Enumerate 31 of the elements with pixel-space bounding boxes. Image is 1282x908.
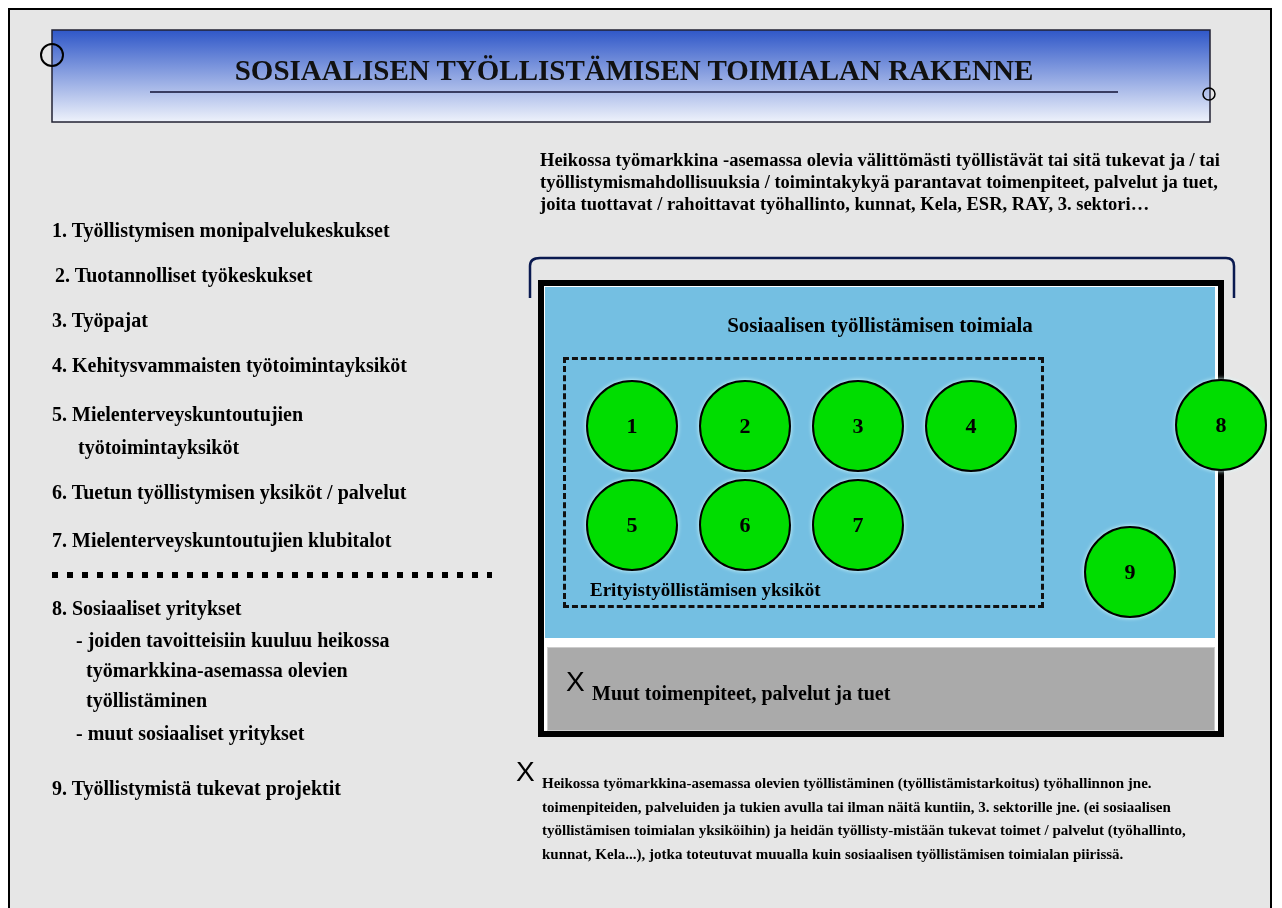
footnote-text: Heikossa työmarkkina-asemassa olevien työllistäminen (työllistämistarkoitus) työhallinnon jne. toimenpiteiden, palveluiden ja tukien avulla tai ilman näitä kuntiin, 3. sektorille jne. (ei sosiaalisen työllistämisen toimialan yksiköihin) ja heidän työllisty-mistään tukevat toimet / palvelut (työhallinto, kunnat, Kela...), jotka toteutuvat muualla kuin sosiaalisen työllistämisen toimialan piirissä.: [542, 774, 1187, 864]
list-item: 8. Sosiaaliset yritykset: [52, 596, 243, 622]
area-heading: Sosiaalisen työllistämisen toimiala: [726, 313, 1034, 338]
footnote-mark: X: [516, 757, 535, 787]
list-item: 2. Tuotannolliset työkeskukset: [55, 263, 314, 289]
list-item: 9. Työllistymistä tukevat projektit: [52, 776, 342, 802]
list-item: 7. Mielenterveyskuntoutujien klubitalot: [52, 528, 393, 554]
number-circle: 7: [812, 479, 904, 571]
list-item: 3. Työpajat: [52, 308, 149, 334]
number-circle: 9: [1084, 526, 1176, 618]
description-text: Heikossa työmarkkina -asemassa olevia välittömästi työllistävät tai sitä tukevat ja / tai työllistymismahdollisuuksia / toimintakykyä parantavat toimenpiteet, palvelut ja tuet, joita tuottavat / rahoittavat työhallinto, kunnat, Kela, ESR, RAY, 3. sektori…: [540, 149, 1220, 215]
number-circle: 2: [699, 380, 791, 472]
number-circle: 5: [586, 479, 678, 571]
number-circle: 3: [812, 380, 904, 472]
list-item: 5. Mielenterveyskuntoutujien työtoimintayksiköt: [52, 402, 305, 461]
number-circle: 1: [586, 380, 678, 472]
group-box: [563, 357, 1044, 608]
frame-box: [538, 280, 1224, 737]
list-item: - joiden tavoitteisiin kuuluu heikossa työmarkkina-asemassa olevien työllistäminen: [76, 628, 391, 714]
list-item: 4. Kehitysvammaisten työtoimintayksiköt: [52, 353, 408, 379]
footnote-mark: X: [566, 666, 585, 698]
band: [547, 647, 1215, 731]
number-circle: 4: [925, 380, 1017, 472]
list-item: - muut sosiaaliset yritykset: [76, 721, 306, 747]
list-item: 1. Työllistymisen monipalvelukeskukset: [52, 218, 391, 244]
domain-area: [545, 287, 1215, 638]
number-circle: 6: [699, 479, 791, 571]
band-label: Muut toimenpiteet, palvelut ja tuet: [592, 682, 891, 705]
list-item: 6. Tuetun työllistymisen yksiköt / palvelut: [52, 480, 408, 506]
diagram-title: SOSIAALISEN TYÖLLISTÄMISEN TOIMIALAN RAKENNE: [233, 53, 1035, 88]
group-label: Erityistyöllistämisen yksiköt: [590, 579, 821, 601]
